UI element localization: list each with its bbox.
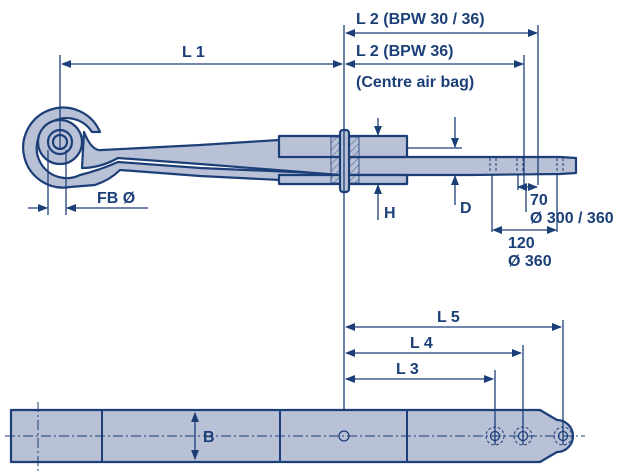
spring-side-view	[22, 106, 578, 194]
h-label: H	[384, 205, 396, 222]
d-label: D	[460, 200, 472, 217]
dimension-l3-l4-l5: L 5 L 4 L 3	[345, 309, 564, 445]
l3-label: L 3	[396, 361, 419, 378]
dimension-fb: FB Ø	[28, 150, 148, 215]
dimension-hole-spacing: 70 Ø 300 / 360 120 Ø 360	[491, 175, 614, 270]
l1-label: L 1	[182, 44, 205, 61]
dimension-l2: L 2 (BPW 30 / 36) L 2 (BPW 36) (Centre a…	[345, 11, 539, 190]
main-leaf	[80, 130, 578, 177]
dimension-h: H	[374, 118, 396, 222]
b-label: B	[203, 429, 215, 446]
dim-70-label: 70	[530, 192, 548, 209]
centre-air-bag-label: (Centre air bag)	[356, 74, 474, 91]
l5-label: L 5	[437, 309, 460, 326]
dim-120-label: 120	[508, 235, 535, 252]
spring-plan-outline	[9, 408, 575, 464]
centre-hole	[338, 430, 350, 442]
l2-bpw36-label: L 2 (BPW 36)	[356, 43, 454, 60]
spring-top-view: B	[5, 402, 585, 472]
l2-bpw30-36-label: L 2 (BPW 30 / 36)	[356, 11, 485, 28]
l4-label: L 4	[410, 335, 433, 352]
dia-300-360-label: Ø 300 / 360	[530, 210, 614, 227]
dia-360-label: Ø 360	[508, 253, 552, 270]
tip-holes	[489, 158, 564, 173]
dimension-l1: L 1	[59, 44, 343, 150]
fb-label: FB Ø	[97, 190, 135, 207]
dimension-d: D	[407, 117, 472, 217]
